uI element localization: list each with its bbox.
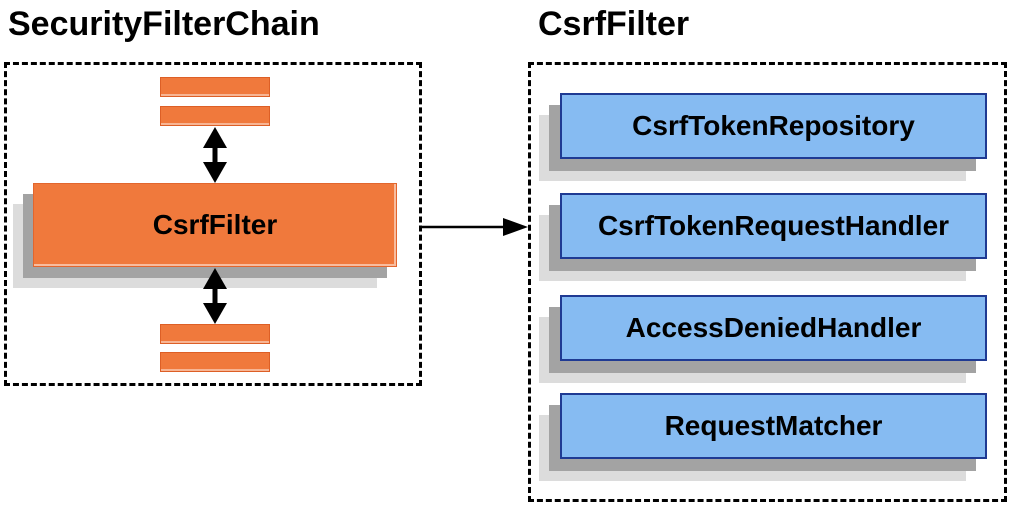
component-label: CsrfTokenRequestHandler — [597, 210, 950, 241]
filter-chain-bar — [160, 77, 270, 97]
component-box-csrf-token-repository: CsrfTokenRepository — [560, 93, 987, 159]
csrf-filter-title: CsrfFilter — [538, 5, 690, 43]
csrf-filter-container: CsrfTokenRepository CsrfTokenRequestHand… — [528, 62, 1007, 502]
filter-chain-bar — [160, 352, 270, 372]
bidirectional-arrow-icon — [200, 127, 230, 183]
csrf-filter-node-label: CsrfFilter — [152, 209, 278, 240]
component-label: CsrfTokenRepository — [632, 110, 915, 141]
bidirectional-arrow-icon — [200, 268, 230, 324]
component-label: RequestMatcher — [664, 410, 883, 441]
security-filter-chain-title: SecurityFilterChain — [8, 5, 320, 43]
component-box-csrf-token-request-handler: CsrfTokenRequestHandler — [560, 193, 987, 259]
component-box-request-matcher: RequestMatcher — [560, 393, 987, 459]
csrf-filter-node: CsrfFilter — [33, 183, 397, 267]
component-label: AccessDeniedHandler — [625, 312, 922, 343]
security-filter-chain-container: CsrfFilter — [4, 62, 422, 386]
component-box-access-denied-handler: AccessDeniedHandler — [560, 295, 987, 361]
filter-chain-bar — [160, 324, 270, 344]
filter-chain-bar — [160, 106, 270, 126]
flow-arrow-icon — [421, 212, 528, 242]
